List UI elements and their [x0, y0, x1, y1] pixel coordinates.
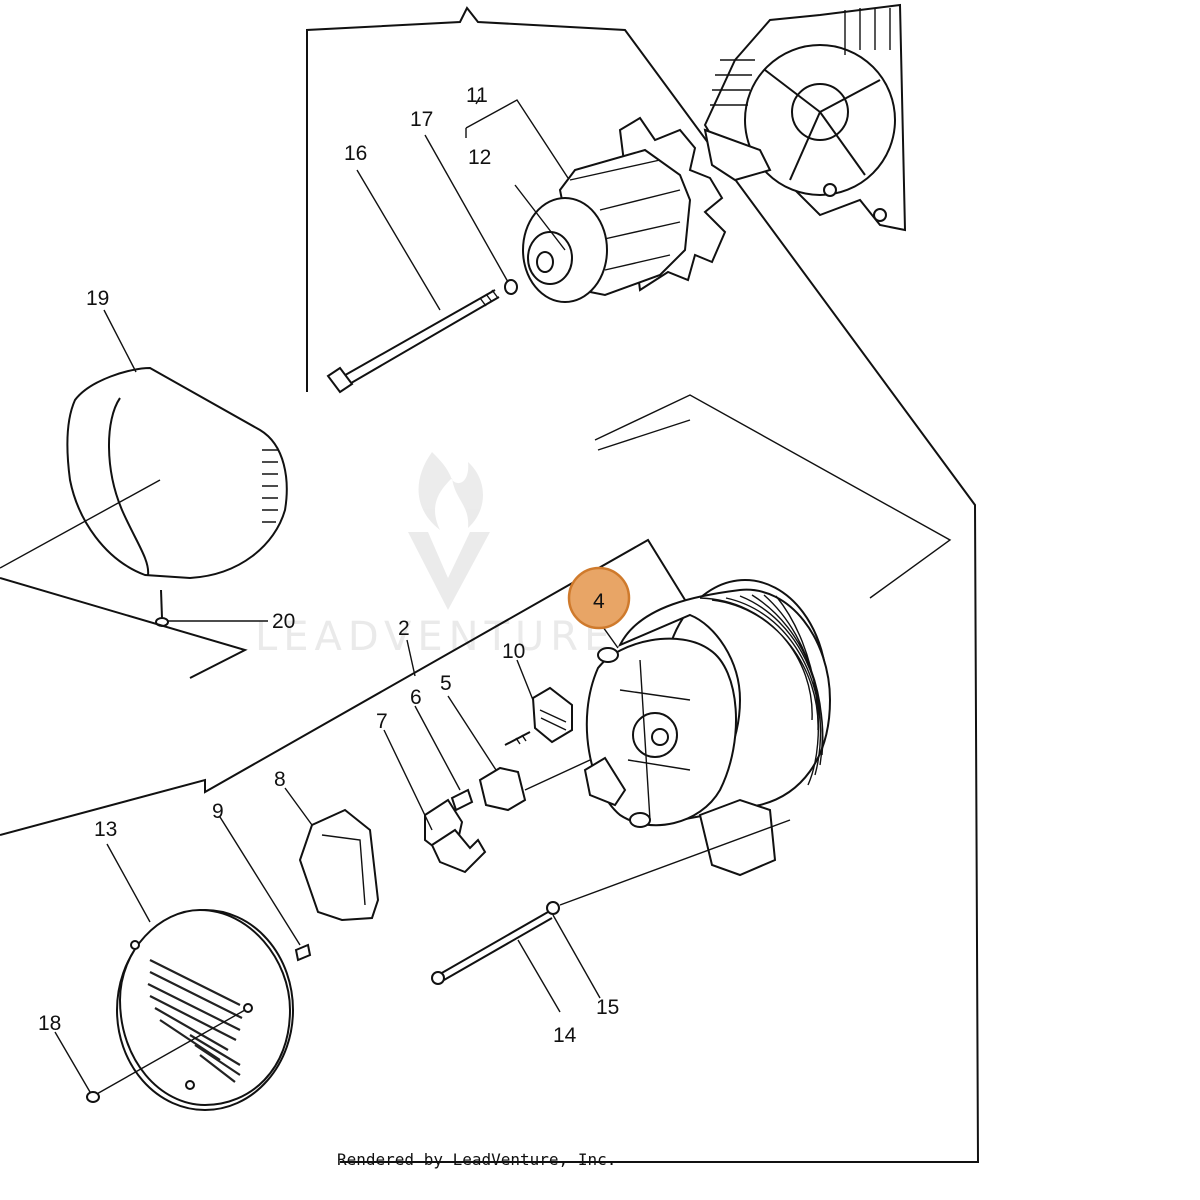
- callout-6[interactable]: 6: [410, 686, 422, 709]
- highlight-marker[interactable]: [567, 566, 631, 630]
- brush-7: [424, 798, 487, 874]
- washer-17: [504, 279, 518, 295]
- washer-15: [546, 901, 560, 915]
- screw-20: [155, 589, 169, 627]
- end-cover-8: [298, 808, 380, 922]
- upper-assembly-bracket: [306, 6, 980, 1163]
- footer-credit: Rendered by LeadVenture, Inc.: [337, 1150, 616, 1169]
- callout-16[interactable]: 16: [344, 142, 367, 165]
- callout-19[interactable]: 19: [86, 287, 109, 310]
- through-bolt-14: [431, 819, 791, 985]
- brush-6: [450, 788, 474, 812]
- terminal-5: [478, 759, 591, 812]
- callout-2[interactable]: 2: [398, 617, 410, 640]
- brush-holder-10: [504, 686, 573, 746]
- callout-7[interactable]: 7: [376, 710, 388, 733]
- rotor-assembly: [522, 116, 727, 303]
- callout-5[interactable]: 5: [440, 672, 452, 695]
- leader-lines: [54, 96, 619, 1093]
- callout-12[interactable]: 12: [468, 146, 491, 169]
- through-bolt-16: [326, 289, 500, 394]
- lower-assembly-bracket: [0, 394, 952, 836]
- end-cover-13: [116, 908, 294, 1111]
- callout-15[interactable]: 15: [596, 996, 619, 1019]
- cover-band-19: [66, 366, 288, 580]
- watermark-text: LEADVENTURE: [255, 614, 615, 660]
- callout-18[interactable]: 18: [38, 1012, 61, 1035]
- callout-13[interactable]: 13: [94, 818, 117, 841]
- callout-9[interactable]: 9: [212, 800, 224, 823]
- callout-14[interactable]: 14: [553, 1024, 577, 1047]
- callout-11[interactable]: 11: [466, 84, 488, 107]
- callout-10[interactable]: 10: [502, 640, 525, 663]
- callout-17[interactable]: 17: [410, 108, 433, 131]
- engine-block: [703, 3, 907, 232]
- watermark-logo: LEADVENTURE: [255, 452, 615, 660]
- centerline-left: [0, 479, 161, 569]
- stator-housing: [583, 579, 832, 877]
- callout-labels: 11 12 16 17 19 20 2 4 5 6 7 8 9 10 13 14…: [38, 84, 619, 1047]
- screw-18: [86, 1009, 246, 1103]
- screw-9: [294, 943, 312, 962]
- callout-20[interactable]: 20: [272, 610, 295, 633]
- lower-left-bracket: [0, 577, 248, 679]
- callout-4[interactable]: 4: [593, 590, 605, 613]
- callout-8[interactable]: 8: [274, 768, 286, 791]
